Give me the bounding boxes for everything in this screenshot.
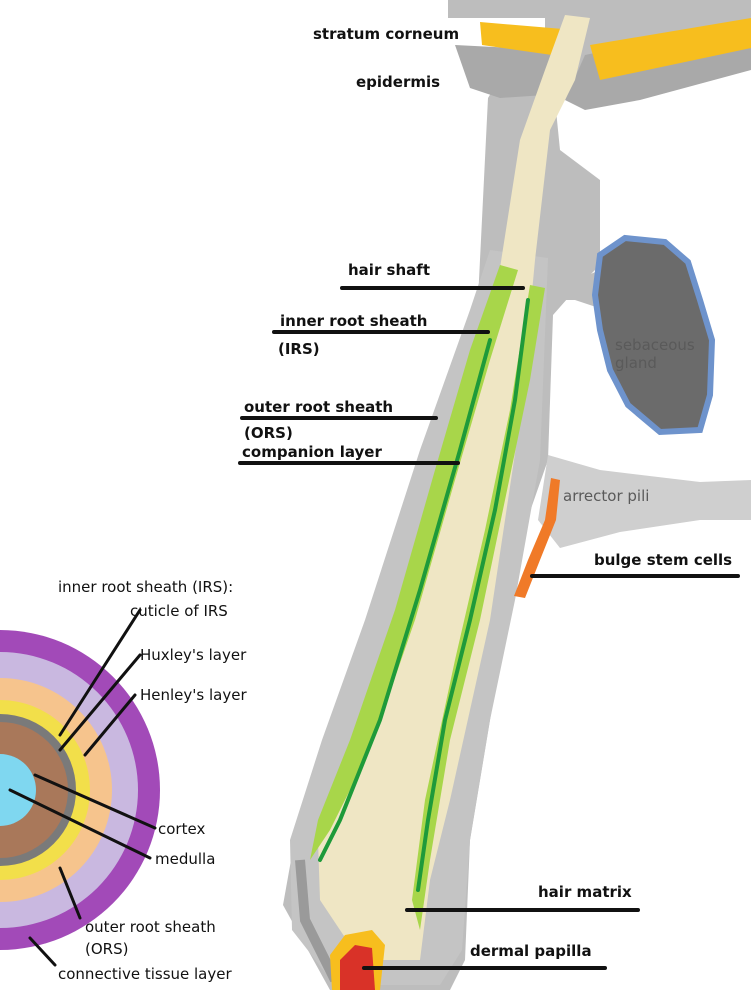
leader-companion-layer bbox=[238, 461, 460, 465]
leader-bulge-stem-cells bbox=[530, 574, 740, 578]
label-irs-heading: inner root sheath (IRS): bbox=[58, 578, 233, 596]
label-cross-ors-abbr: (ORS) bbox=[85, 940, 128, 958]
leader-inner-root-sheath bbox=[272, 330, 490, 334]
label-outer-root-sheath: outer root sheath bbox=[244, 398, 393, 416]
label-connective-tissue-layer: connective tissue layer bbox=[58, 965, 232, 983]
label-hair-shaft: hair shaft bbox=[348, 261, 430, 279]
label-sebaceous-gland: sebaceous gland bbox=[615, 336, 715, 372]
label-epidermis: epidermis bbox=[356, 73, 440, 91]
leader-hair-shaft bbox=[340, 286, 525, 290]
label-hair-matrix: hair matrix bbox=[538, 883, 632, 901]
cross-section bbox=[0, 630, 160, 950]
label-huxleys-layer: Huxley's layer bbox=[140, 646, 246, 664]
label-irs-abbr: (IRS) bbox=[278, 340, 320, 358]
label-companion-layer: companion layer bbox=[242, 443, 382, 461]
label-henleys-layer: Henley's layer bbox=[140, 686, 247, 704]
label-bulge-stem-cells: bulge stem cells bbox=[594, 551, 732, 569]
label-arrector-pili: arrector pili bbox=[563, 487, 649, 505]
label-cross-ors: outer root sheath bbox=[85, 918, 216, 936]
label-inner-root-sheath: inner root sheath bbox=[280, 312, 427, 330]
label-cuticle-of-irs: cuticle of IRS bbox=[130, 602, 228, 620]
leader-outer-root-sheath bbox=[240, 416, 438, 420]
label-ors-abbr: (ORS) bbox=[244, 424, 293, 442]
leader-dermal-papilla bbox=[362, 966, 607, 970]
label-cortex: cortex bbox=[158, 820, 205, 838]
label-stratum-corneum: stratum corneum bbox=[313, 25, 459, 43]
leader-hair-matrix bbox=[405, 908, 640, 912]
sebaceous-gland bbox=[595, 238, 712, 432]
label-dermal-papilla: dermal papilla bbox=[470, 942, 592, 960]
label-medulla: medulla bbox=[155, 850, 215, 868]
